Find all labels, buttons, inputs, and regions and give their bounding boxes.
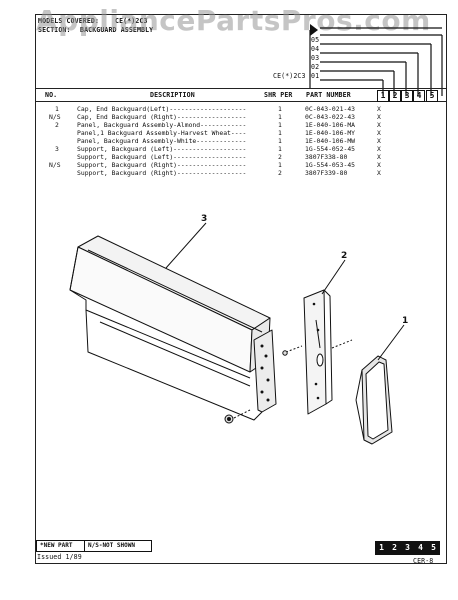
part-description: Panel,1 Backguard Assembly-Harvest Wheat… xyxy=(77,129,247,137)
part-description: Support, Backguard (Left)---------------… xyxy=(77,153,247,161)
callout-2: 2 xyxy=(341,251,347,261)
footer-model-box-3: 3 xyxy=(401,541,414,555)
part-number: 1E-040-106-MW xyxy=(305,137,356,145)
legend-not-shown: N/S-NOT SHOWN xyxy=(84,540,152,552)
callout-3: 3 xyxy=(201,214,207,224)
part-number: 1E-040-106-MA xyxy=(305,121,356,129)
part-row: Support, Backguard (Right)--------------… xyxy=(37,169,381,177)
part-qty: 2 xyxy=(278,153,282,161)
model-code-ladder xyxy=(309,24,443,96)
part-row: 3 Support, Backguard (Left)-------------… xyxy=(37,145,381,153)
part-mark: X xyxy=(377,169,381,177)
part-no: 2 xyxy=(55,121,59,129)
part-mark: X xyxy=(377,161,381,169)
model-box-2: 2 xyxy=(389,90,401,102)
part-description: Cap, End Backguard (Right)--------------… xyxy=(77,113,247,121)
col-description: DESCRIPTION xyxy=(150,91,195,99)
part-row: 2 Panel, Backguard Assembly-Almond------… xyxy=(37,121,381,129)
part-number: 1E-040-106-MY xyxy=(305,129,356,137)
part-description: Support, Backguard (Right)--------------… xyxy=(77,169,247,177)
part-no: 3 xyxy=(55,145,59,153)
models-covered-value: CE(*)2C3 xyxy=(115,17,148,25)
watermark: AppliancePartsPros.com xyxy=(36,4,431,37)
part-number: 1G-554-053-45 xyxy=(305,161,356,169)
part-qty: 1 xyxy=(278,145,282,153)
col-no: NO. xyxy=(45,91,58,99)
part-row: Panel,1 Backguard Assembly-Harvest Wheat… xyxy=(37,129,381,137)
section-label: SECTION: xyxy=(38,26,71,34)
part-mark: X xyxy=(377,137,381,145)
footer-model-box-1: 1 xyxy=(375,541,388,555)
part-row: Panel, Backguard Assembly-White---------… xyxy=(37,137,381,145)
part-row: N/S Support, Backguard (Right)----------… xyxy=(37,161,381,169)
part-qty: 1 xyxy=(278,137,282,145)
footer-model-box-2: 2 xyxy=(388,541,401,555)
part-mark: X xyxy=(377,153,381,161)
part-number: 0C-043-022-43 xyxy=(305,113,356,121)
part-qty: 1 xyxy=(278,129,282,137)
part-description: Support, Backguard (Left)---------------… xyxy=(77,145,247,153)
model-box-1: 1 xyxy=(377,90,389,102)
model-box-5: 5 xyxy=(426,90,438,102)
section-value: BACKGUARD ASSEMBLY xyxy=(80,26,154,34)
part-mark: X xyxy=(377,129,381,137)
support-bracket xyxy=(303,289,353,415)
part-row: Support, Backguard (Left)---------------… xyxy=(37,153,381,161)
part-number: 3807F339-80 xyxy=(305,169,348,177)
part-number: 0C-043-021-43 xyxy=(305,105,356,113)
part-description: Cap, End Backguard(Left)----------------… xyxy=(77,105,247,113)
page-frame xyxy=(35,14,447,564)
screw xyxy=(224,345,303,424)
model-box-3: 3 xyxy=(401,90,413,102)
part-description: Panel, Backguard Assembly-Almond--------… xyxy=(77,121,247,129)
model-code-03: 03 xyxy=(311,54,320,62)
col-part-number: PART NUMBER xyxy=(306,91,351,99)
model-code-01: 01 xyxy=(311,72,320,80)
part-qty: 1 xyxy=(278,121,282,129)
part-no: 1 xyxy=(55,105,59,113)
page-code: CER-8 xyxy=(413,557,434,565)
model-prefix: CE(*)2C3 xyxy=(273,72,306,80)
part-qty: 1 xyxy=(278,161,282,169)
footer-model-box-5: 5 xyxy=(427,541,440,555)
model-box-4: 4 xyxy=(413,90,425,102)
part-mark: X xyxy=(377,113,381,121)
part-mark: X xyxy=(377,121,381,129)
model-code-04: 04 xyxy=(311,45,320,53)
header-divider-top xyxy=(35,88,446,89)
exploded-view-diagram: 3 2 1 xyxy=(69,214,408,445)
models-covered-label: MODELS COVERED: xyxy=(38,17,100,25)
part-mark: X xyxy=(377,105,381,113)
part-no: N/S xyxy=(49,161,61,169)
model-code-05: 05 xyxy=(311,36,320,44)
part-no: N/S xyxy=(49,113,61,121)
col-qty: SHR PER xyxy=(264,91,293,99)
part-number: 1G-554-052-45 xyxy=(305,145,356,153)
model-code-02: 02 xyxy=(311,63,320,71)
issued-date: Issued 1/89 xyxy=(37,553,82,561)
footer-model-box-4: 4 xyxy=(414,541,427,555)
end-cap xyxy=(355,355,393,445)
part-mark: X xyxy=(377,145,381,153)
part-description: Panel, Backguard Assembly-White---------… xyxy=(77,137,247,145)
part-number: 3807F338-80 xyxy=(305,153,348,161)
callout-1: 1 xyxy=(402,316,408,326)
backguard-panel xyxy=(69,235,277,421)
part-row: 1 Cap, End Backguard(Left)--------------… xyxy=(37,105,381,113)
legend-new-part: *NEW PART xyxy=(36,540,85,552)
header-divider-bottom xyxy=(35,101,446,102)
part-qty: 1 xyxy=(278,113,282,121)
part-description: Support, Backguard (Right)--------------… xyxy=(77,161,247,169)
part-qty: 2 xyxy=(278,169,282,177)
part-row: N/S Cap, End Backguard (Right)----------… xyxy=(37,113,381,121)
part-qty: 1 xyxy=(278,105,282,113)
